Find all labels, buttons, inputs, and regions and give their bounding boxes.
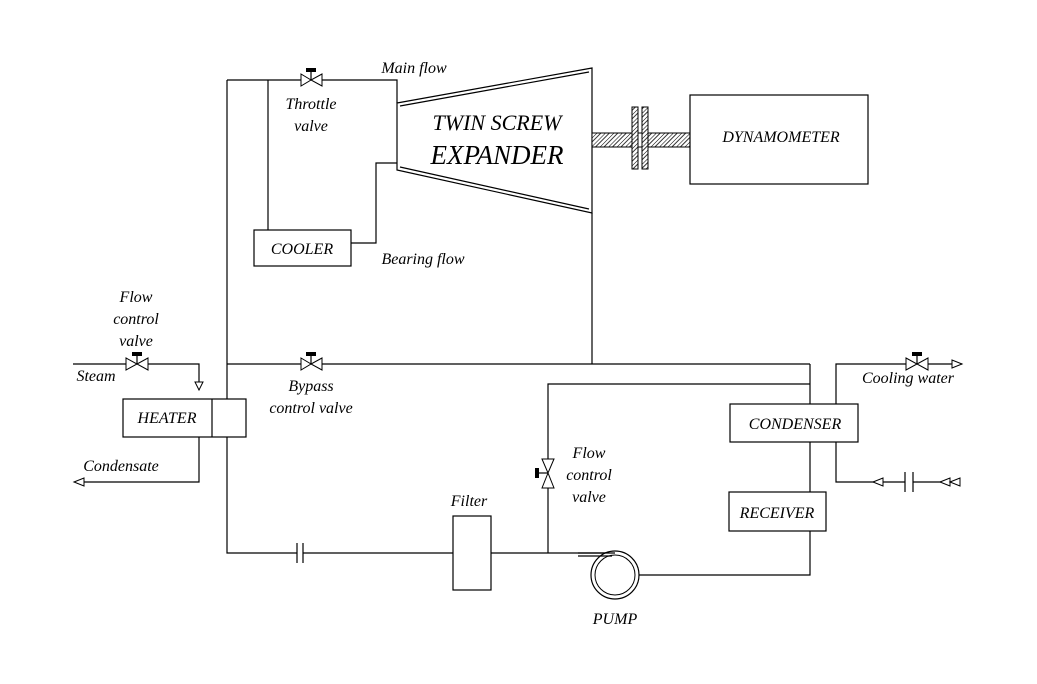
receiver-box [728, 491, 827, 532]
dynamometer-label: DYNAMOMETER [721, 129, 840, 146]
condensate-arrow [72, 477, 85, 487]
throttle-valve-icon [300, 68, 323, 87]
steam-arrow [194, 381, 204, 392]
flow-control-valve-mid-label-line1: Flow [572, 445, 606, 462]
cooling-water-in-arrow-1 [871, 477, 884, 487]
flow-control-valve-mid-label-line3: valve [572, 489, 606, 506]
pump-icon [578, 550, 640, 600]
flow-arrows [72, 359, 964, 487]
throttle-valve-label-line2: valve [294, 118, 328, 135]
heater-label: HEATER [137, 410, 197, 427]
recirculation-flow-control-valve-icon [535, 458, 555, 489]
flow-control-valve-mid-label-line2: control [566, 467, 612, 484]
shaft-coupling-icon [591, 106, 691, 170]
cooling-water-label: Cooling water [862, 370, 955, 387]
steam-label: Steam [76, 368, 115, 385]
main-flow-pipe [226, 80, 297, 554]
bypass-valve-label-line2: control valve [269, 400, 352, 417]
bypass-control-valve-icon [300, 352, 323, 371]
flow-control-valve-top-label-line1: Flow [119, 289, 153, 306]
flow-control-valve-top-label-line2: control [113, 311, 159, 328]
steam-flow-control-valve-icon [125, 352, 149, 371]
cooler-box [253, 229, 352, 267]
bypass-valve-label-line1: Bypass [288, 378, 333, 395]
bottom-line-coupling-icon [296, 543, 304, 563]
filter-box [452, 515, 492, 591]
cooling-water-out-arrow [951, 359, 964, 369]
condensate-label: Condensate [83, 458, 159, 475]
cooling-water-in-arrow-2 [938, 477, 951, 487]
bearing-flow-pipe [351, 162, 397, 244]
dynamometer-box [689, 94, 869, 185]
throttle-valve-label-line1: Throttle [286, 96, 337, 113]
condenser-box [729, 403, 859, 443]
condenser-label: CONDENSER [749, 416, 842, 433]
cooling-water-coupling-icon [904, 472, 914, 492]
expander-label-line2: EXPANDER [430, 140, 564, 170]
receiver-label: RECEIVER [739, 505, 815, 522]
cooling-water-valve-icon [905, 352, 929, 371]
cooling-water-in-arrow-3 [948, 477, 961, 487]
cooler-label: COOLER [271, 241, 333, 258]
filter-label: Filter [450, 493, 488, 510]
expander-label-line1: TWIN SCREW [433, 110, 564, 135]
flow-control-valve-top-label-line3: valve [119, 333, 153, 350]
pump-label: PUMP [592, 611, 638, 628]
main-flow-label: Main flow [380, 60, 447, 77]
bearing-flow-label: Bearing flow [381, 251, 464, 268]
heater-box [122, 398, 247, 438]
